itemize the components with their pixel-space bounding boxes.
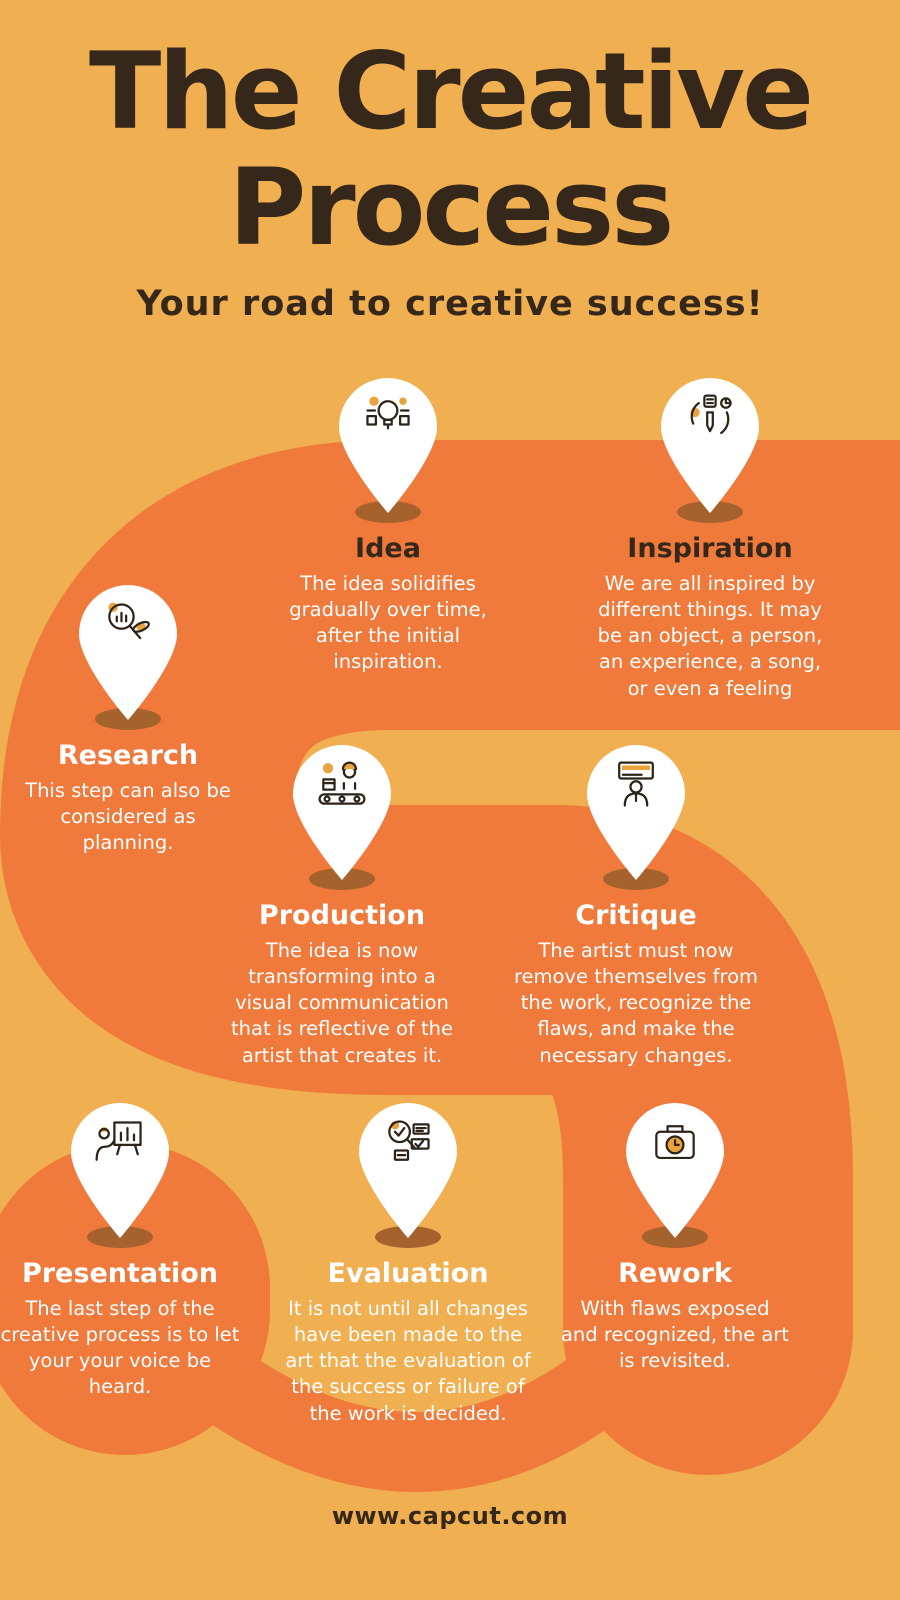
step-title: Production <box>258 900 426 931</box>
step-description: It is not until all changes have been ma… <box>285 1297 531 1425</box>
step-description: This step can also be considered as plan… <box>25 779 231 855</box>
step-research: Research This step can also be considere… <box>3 582 253 856</box>
map-pin <box>587 745 685 880</box>
step-title: Critique <box>575 900 697 931</box>
rework-icon <box>655 1125 695 1160</box>
map-pin <box>79 585 177 720</box>
step-description: We are all inspired by different things.… <box>597 572 823 700</box>
step-description: With flaws exposed and recognized, the a… <box>560 1297 790 1373</box>
step-presentation: Presentation The last step of the creati… <box>0 1100 245 1401</box>
inspiration-icon <box>690 394 732 435</box>
presentation-icon <box>95 1121 142 1161</box>
title-line-1: The Creative <box>88 30 814 153</box>
header: The Creative Process Your road to creati… <box>0 34 900 325</box>
idea-icon <box>366 396 410 430</box>
step-title: Rework <box>618 1258 732 1289</box>
title-line-2: Process <box>228 146 675 269</box>
footer-url: www.capcut.com <box>331 1502 569 1530</box>
step-critique: Critique The artist must now remove them… <box>511 742 761 1069</box>
step-title: Idea <box>355 533 421 564</box>
step-production: Production The idea is now transforming … <box>217 742 467 1069</box>
step-description: The idea solidifies gradually over time,… <box>289 572 487 674</box>
step-description: The idea is now transforming into a visu… <box>231 939 453 1067</box>
critique-icon <box>618 761 654 807</box>
evaluation-icon <box>388 1120 430 1161</box>
page-subtitle: Your road to creative success! <box>136 284 764 324</box>
page-title: The Creative Process <box>0 34 900 266</box>
step-description: The artist must now remove themselves fr… <box>513 939 759 1067</box>
step-title: Research <box>57 740 199 771</box>
step-title: Inspiration <box>627 533 793 564</box>
production-icon <box>318 761 366 805</box>
step-inspiration: Inspiration We are all inspired by diffe… <box>585 375 835 702</box>
step-idea: Idea The idea solidifies gradually over … <box>263 375 513 676</box>
map-pin <box>661 378 759 513</box>
step-title: Evaluation <box>327 1258 489 1289</box>
map-pin <box>71 1103 169 1238</box>
step-description: The last step of the creative process is… <box>0 1297 240 1399</box>
step-rework: Rework With flaws exposed and recognized… <box>550 1100 800 1374</box>
map-pin <box>339 378 437 513</box>
research-icon <box>108 602 150 640</box>
map-pin <box>293 745 391 880</box>
map-pin <box>359 1103 457 1238</box>
map-pin <box>626 1103 724 1238</box>
step-evaluation: Evaluation It is not until all changes h… <box>283 1100 533 1427</box>
step-title: Presentation <box>21 1258 219 1289</box>
